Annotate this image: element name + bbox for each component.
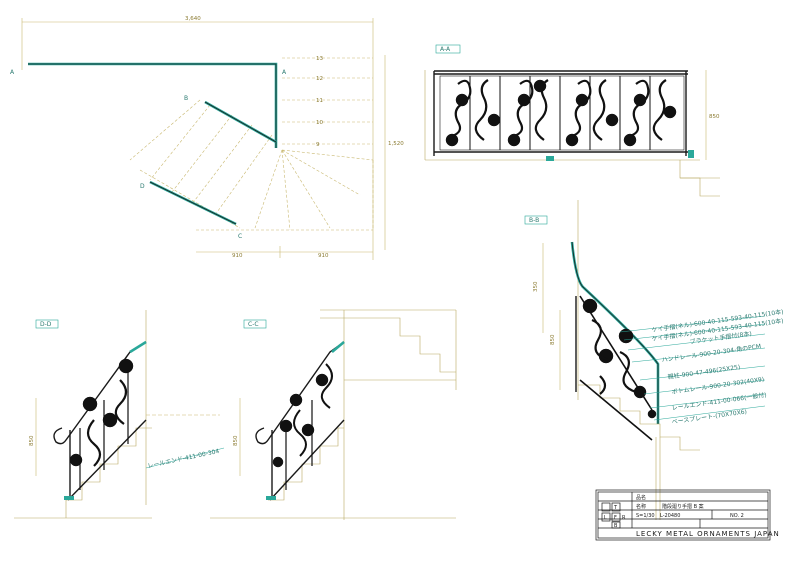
section-bb-label: B-B bbox=[529, 217, 539, 224]
section-aa-ornaments bbox=[439, 75, 685, 151]
callout-4: ハンドレール-900-20-304-角のPCM bbox=[661, 342, 761, 364]
callout-8: ベースプレート-(70X70X6) bbox=[671, 408, 747, 425]
section-dd-height: 850 bbox=[29, 435, 35, 446]
title-sheet-number: NO. 2 bbox=[730, 513, 744, 519]
section-bb-height-top: 350 bbox=[533, 281, 539, 292]
section-aa-height: 850 bbox=[709, 114, 720, 120]
section-dd: D-D 850 レールエンド-411-00-304 bbox=[14, 310, 225, 519]
section-dd-note: レールエンド-411-00-304 bbox=[147, 448, 220, 470]
title-scale: S=1/30 bbox=[636, 513, 655, 519]
plan-view: 3,640 1,520 910 910 13 12 11 10 9 bbox=[10, 16, 404, 260]
svg-text:11: 11 bbox=[316, 98, 323, 104]
section-marker-a-right: A bbox=[282, 69, 287, 76]
title-row1: 品名 bbox=[636, 494, 646, 501]
section-marker-d: D bbox=[140, 183, 145, 190]
section-marker-c: C bbox=[238, 233, 242, 240]
svg-text:9: 9 bbox=[316, 142, 320, 148]
section-aa: A-A 850 bbox=[424, 44, 720, 197]
title-row2-value: 階段廻り手摺 B 案 bbox=[662, 503, 704, 510]
section-bb: B-B 350 850 bbox=[524, 200, 784, 520]
svg-text:10: 10 bbox=[316, 120, 323, 126]
title-drawing-number: L-20480 bbox=[660, 513, 680, 519]
plan-depth-dim: 1,520 bbox=[388, 141, 404, 147]
section-cc: C-C 850 bbox=[210, 309, 457, 520]
title-company: LECKY METAL ORNAMENTS JAPAN bbox=[636, 530, 780, 538]
symbol-b: B bbox=[614, 523, 618, 529]
section-aa-label: A-A bbox=[440, 46, 451, 53]
section-cc-height: 850 bbox=[233, 435, 239, 446]
title-row2-label: 名称 bbox=[636, 503, 646, 510]
title-block: T L F R B 品名 名称 階段廻り手摺 B 案 S=1/30 L-2048… bbox=[595, 489, 780, 541]
section-cc-label: C-C bbox=[248, 321, 259, 328]
symbol-r: R bbox=[622, 515, 626, 521]
section-bb-callouts: ケイ手摺(ネル)-600-40-115-593-40-115(10本) ケイ手摺… bbox=[651, 308, 784, 426]
symbol-t: T bbox=[613, 505, 618, 511]
svg-text:13: 13 bbox=[316, 56, 323, 62]
plan-bottom-right-dim: 910 bbox=[318, 253, 329, 259]
svg-text:12: 12 bbox=[316, 76, 323, 82]
section-dd-label: D-D bbox=[40, 321, 52, 328]
section-marker-b: B bbox=[184, 95, 188, 102]
plan-width-dim: 3,640 bbox=[185, 16, 201, 22]
symbol-f: F bbox=[614, 515, 617, 521]
plan-bottom-left-dim: 910 bbox=[232, 253, 243, 259]
callout-5: 親柱-900-47-496(25X25) bbox=[667, 363, 741, 381]
symbol-l: L bbox=[604, 515, 607, 521]
section-bb-height-mid: 850 bbox=[550, 334, 556, 345]
section-marker-a-left: A bbox=[10, 69, 15, 76]
